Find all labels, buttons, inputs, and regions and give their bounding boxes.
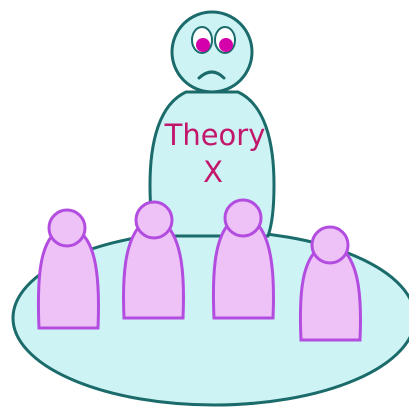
leader-head xyxy=(170,10,254,94)
worker-body xyxy=(211,224,275,320)
worker-head xyxy=(47,208,87,248)
left-pupil xyxy=(196,38,210,52)
worker-body xyxy=(122,226,185,320)
right-pupil xyxy=(219,38,233,52)
worker-head xyxy=(223,198,263,238)
leader-label-line2: X xyxy=(203,155,223,189)
worker-figure xyxy=(298,225,362,342)
worker-body xyxy=(36,234,100,330)
leader-label-line1: Theory xyxy=(164,118,266,152)
leader-frown-mouth xyxy=(197,70,226,80)
worker-body xyxy=(298,251,362,342)
leader-eyes xyxy=(191,26,236,54)
worker-head xyxy=(310,225,350,265)
worker-head xyxy=(134,200,174,240)
worker-figure xyxy=(211,198,275,320)
worker-figure xyxy=(122,200,185,320)
worker-figure xyxy=(36,208,100,330)
